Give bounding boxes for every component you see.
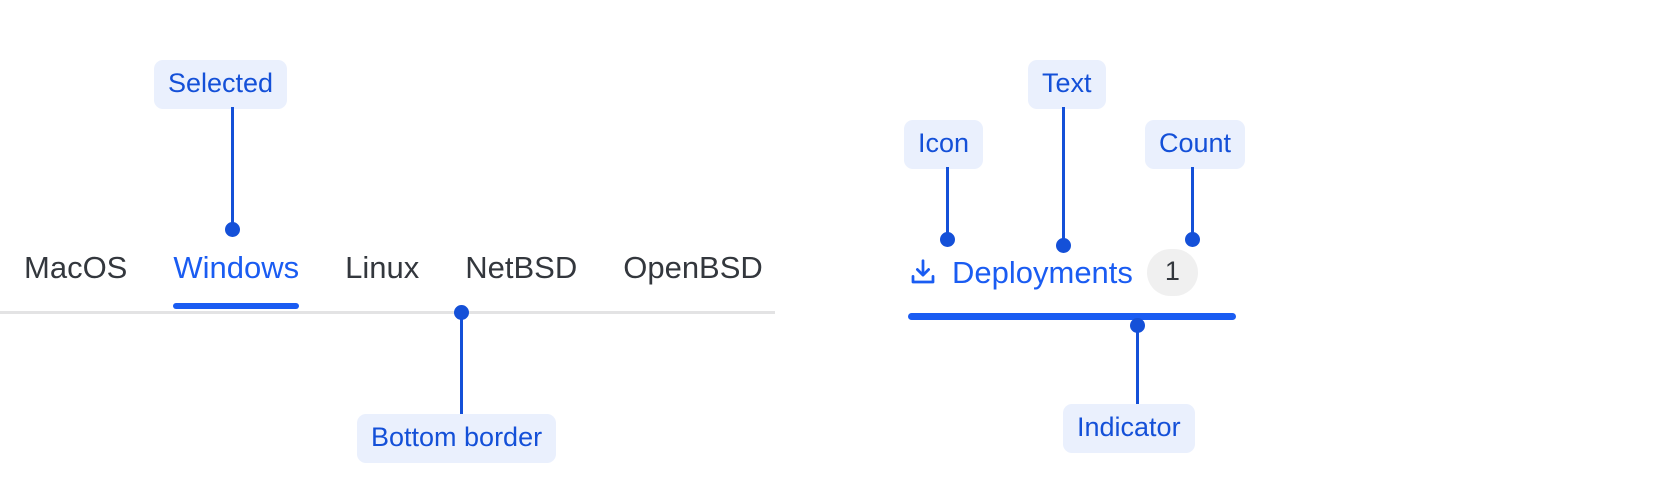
tab-windows-underline — [173, 303, 300, 309]
tab-deployments-count-badge: 1 — [1146, 248, 1198, 296]
annotation-dot-text — [1056, 238, 1071, 253]
tabstrip: MacOS Windows Linux NetBSD OpenBSD — [0, 252, 780, 309]
tab-linux-label: Linux — [345, 250, 420, 285]
tab-deployments-content: Deployments 1 — [908, 248, 1198, 296]
tab-deployments-label: Deployments — [952, 254, 1133, 290]
tab-deployments-indicator — [908, 313, 1236, 320]
annotation-leader-line-icon — [946, 167, 949, 239]
annotation-leader-line-count — [1191, 167, 1194, 239]
annotation-label-selected: Selected — [154, 60, 288, 109]
tab-windows-label: Windows — [173, 250, 300, 285]
annotation-label-text: Text — [1028, 60, 1106, 109]
annotation-dot-selected — [225, 222, 240, 237]
tablist-bottom-border — [0, 311, 775, 314]
annotation-label-bottom-border: Bottom border — [357, 414, 557, 463]
tab-netbsd[interactable]: NetBSD — [465, 252, 577, 309]
tab-macos[interactable]: MacOS — [24, 252, 127, 309]
tab-openbsd[interactable]: OpenBSD — [623, 252, 763, 309]
tablist-os: MacOS Windows Linux NetBSD OpenBSD — [0, 252, 780, 309]
annotation-dot-icon — [940, 232, 955, 247]
annotation-leader-line-indicator — [1136, 325, 1139, 408]
annotation-label-indicator: Indicator — [1063, 404, 1195, 453]
tab-linux[interactable]: Linux — [345, 252, 419, 309]
download-icon — [908, 257, 938, 287]
tab-deployments[interactable]: Deployments 1 — [908, 248, 1198, 296]
tab-netbsd-label: NetBSD — [465, 250, 578, 285]
annotation-dot-count — [1185, 232, 1200, 247]
annotation-leader-line-selected — [231, 107, 234, 229]
tab-windows[interactable]: Windows — [173, 250, 300, 309]
annotation-label-count: Count — [1145, 120, 1246, 169]
tab-macos-label: MacOS — [24, 250, 128, 285]
annotation-leader-line-bottom-border — [460, 312, 463, 418]
tab-openbsd-label: OpenBSD — [623, 250, 763, 285]
annotation-label-icon: Icon — [904, 120, 984, 169]
annotation-leader-line-text — [1062, 107, 1065, 245]
